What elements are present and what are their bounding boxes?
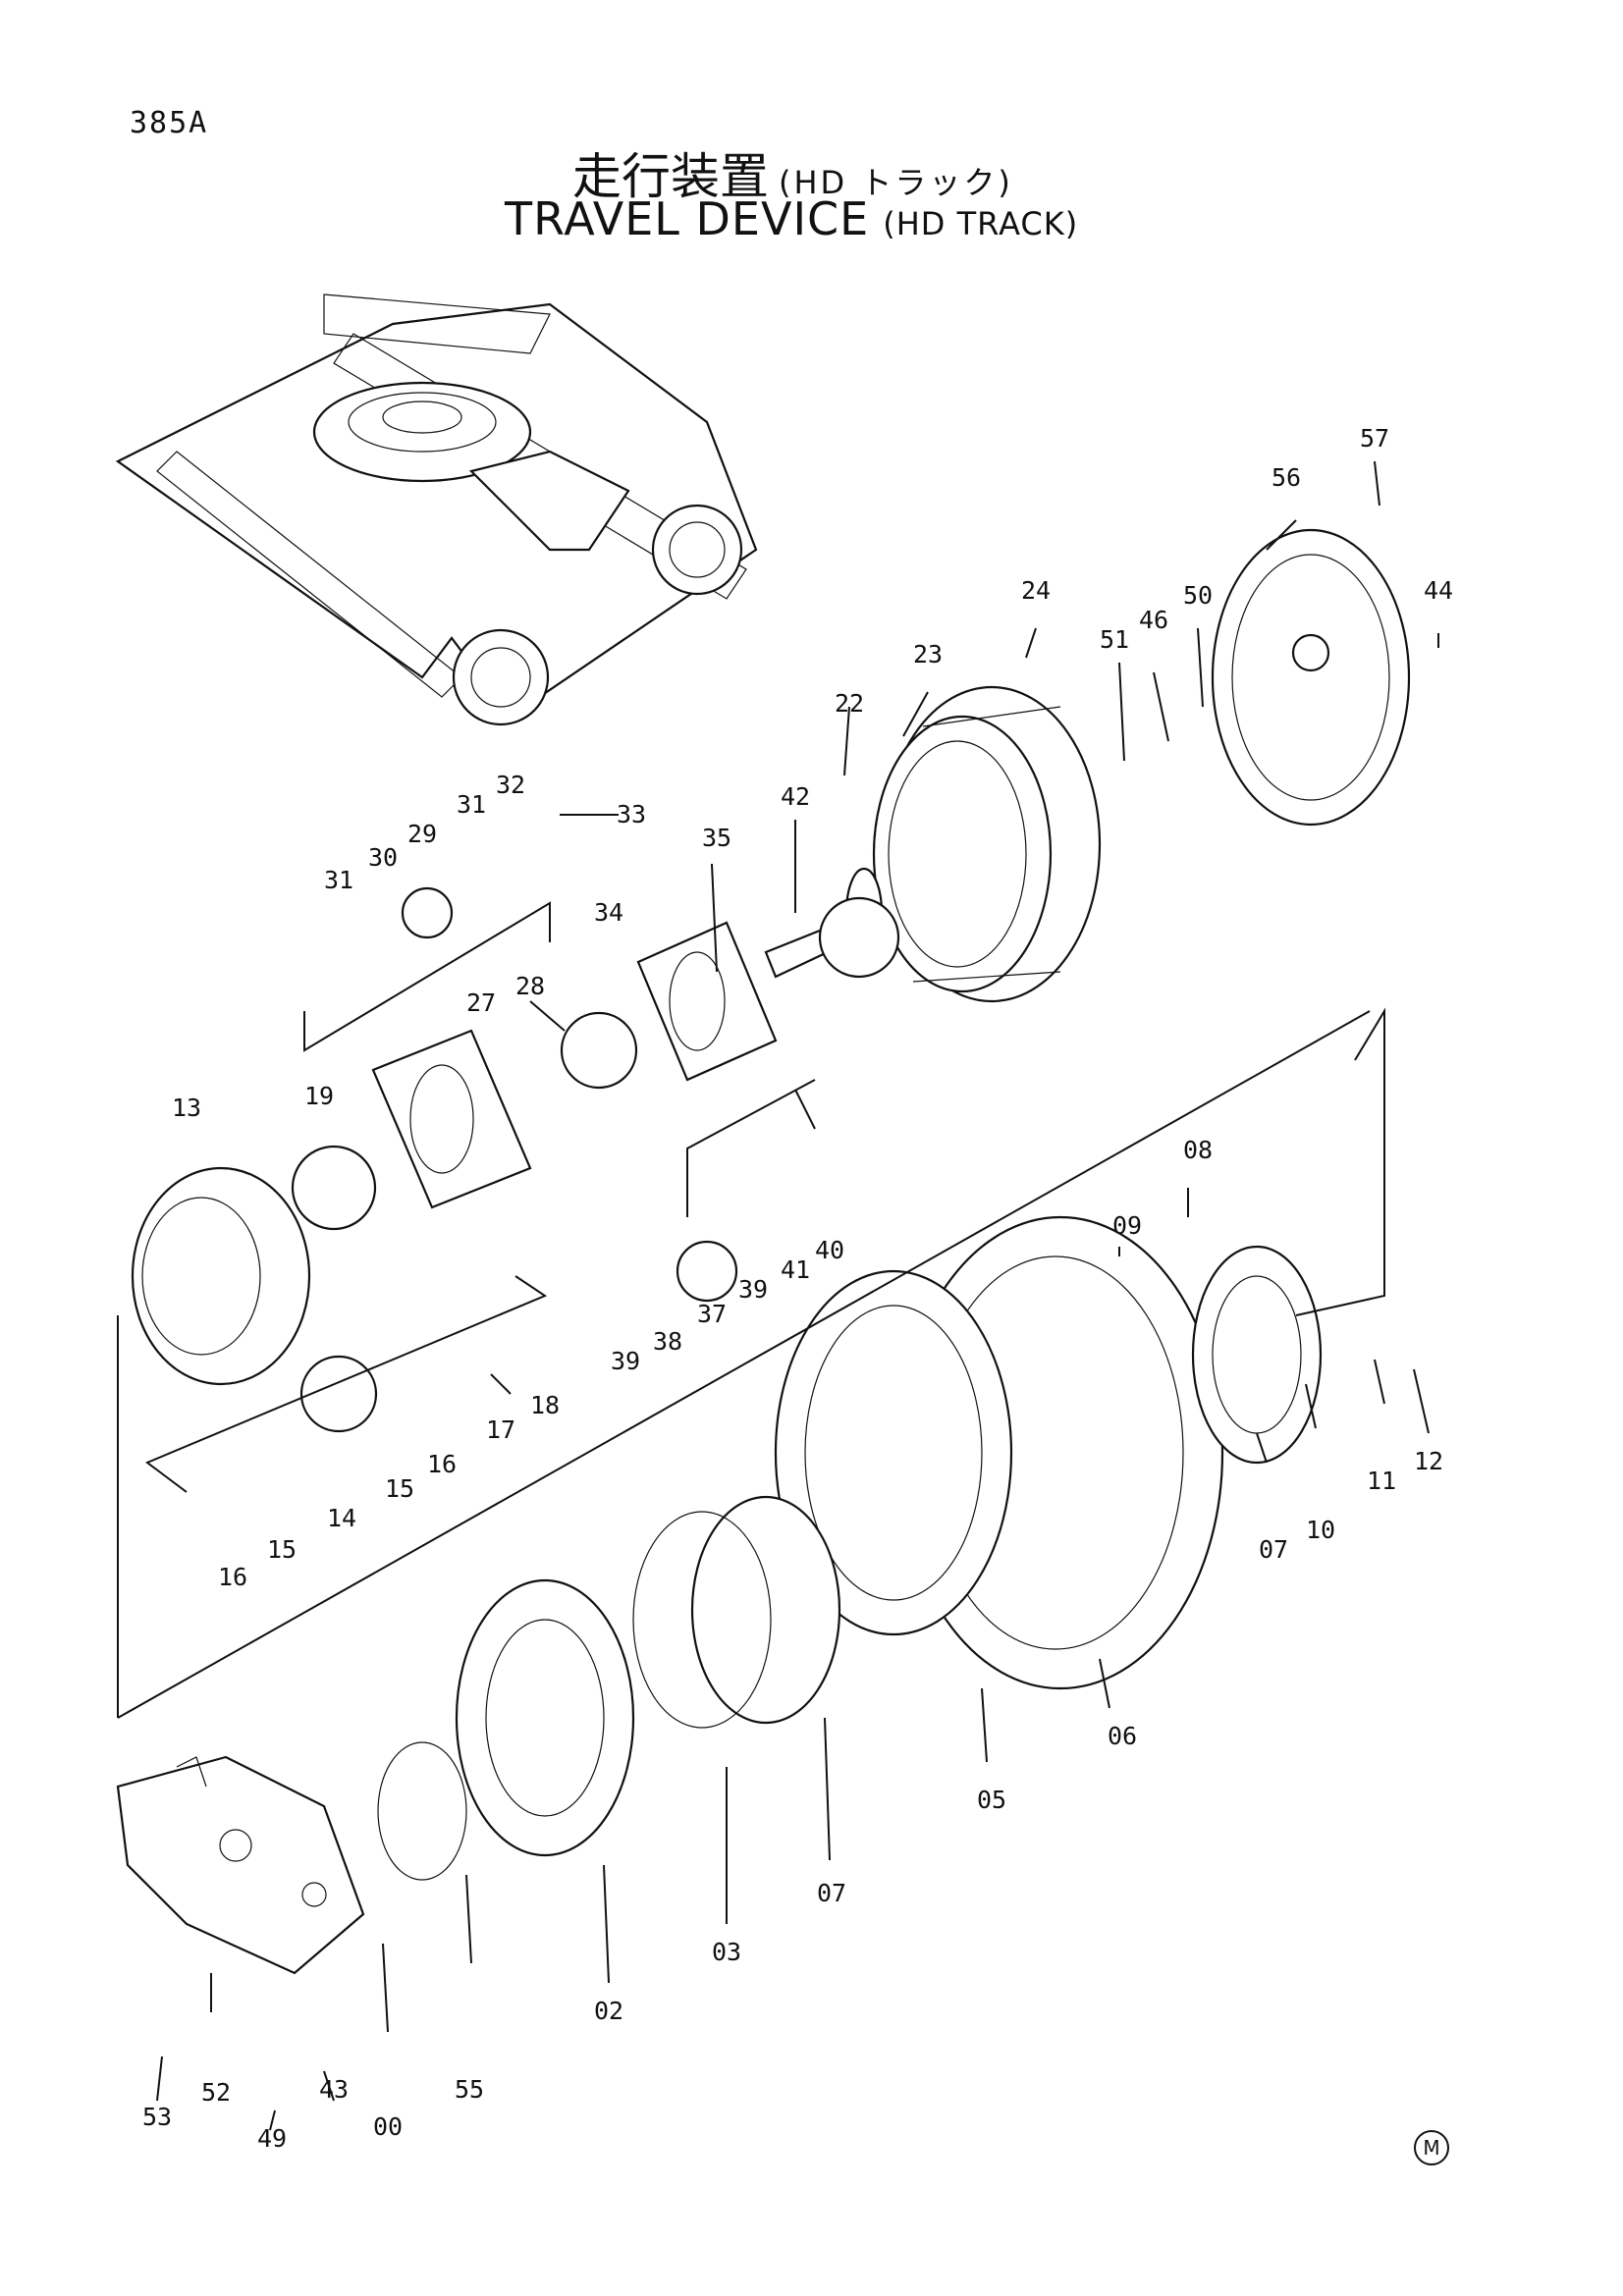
part-label: 35 xyxy=(702,824,731,852)
part-label: 39 xyxy=(611,1347,640,1375)
part-label: 43 xyxy=(319,2075,349,2104)
title-english: TRAVEL DEVICE (HD TRACK) xyxy=(505,192,1078,245)
part-label: 30 xyxy=(368,843,398,872)
part-label: 46 xyxy=(1139,606,1168,634)
part-label: 56 xyxy=(1271,463,1301,492)
leader-lines xyxy=(117,460,1439,2131)
part-label: 52 xyxy=(201,2078,231,2107)
part-label: 13 xyxy=(172,1094,201,1122)
part-label: 55 xyxy=(455,2075,484,2104)
title-en-sub: (HD TRACK) xyxy=(883,205,1079,242)
part-label: 53 xyxy=(142,2103,172,2131)
travel-motor-drawing xyxy=(116,1755,365,1975)
title-jp-sub: (HD トラック) xyxy=(779,164,1013,201)
part-label: 39 xyxy=(738,1275,768,1304)
part-label: 34 xyxy=(594,898,623,927)
part-label: 08 xyxy=(1183,1136,1213,1164)
part-label: 50 xyxy=(1183,581,1213,610)
carrier-35-drawing xyxy=(636,921,778,1082)
part-label: 31 xyxy=(324,866,353,894)
part-label: 03 xyxy=(712,1938,741,1966)
part-label: 38 xyxy=(653,1327,682,1356)
part-label: 41 xyxy=(781,1255,810,1284)
part-label: 42 xyxy=(781,782,810,811)
page-code: 385A xyxy=(130,106,209,140)
part-label: 16 xyxy=(218,1563,247,1591)
reduction-housing-drawing xyxy=(872,685,1102,1003)
part-label: 15 xyxy=(267,1535,297,1564)
part-label: 06 xyxy=(1108,1722,1137,1750)
part-label: 12 xyxy=(1414,1447,1443,1475)
part-label: 02 xyxy=(594,1997,623,2025)
seals-flange-drawing xyxy=(377,1495,841,1881)
title-en-main: TRAVEL DEVICE xyxy=(505,192,870,245)
title-japanese: 走行装置 (HD トラック) xyxy=(572,137,1013,208)
part-label: 31 xyxy=(457,790,486,819)
part-label: 18 xyxy=(530,1391,560,1419)
part-label: 00 xyxy=(373,2112,403,2141)
part-label: 14 xyxy=(327,1504,356,1532)
part-label: 51 xyxy=(1100,625,1129,654)
part-labels: 57 56 44 24 46 50 51 23 22 42 33 32 31 2… xyxy=(142,424,1453,2153)
part-label: 32 xyxy=(496,771,525,799)
part-label: 17 xyxy=(486,1415,515,1444)
part-label: 40 xyxy=(815,1236,844,1264)
part-label: 44 xyxy=(1424,576,1453,605)
cover-plate-drawing xyxy=(1211,528,1411,827)
part-label: 23 xyxy=(913,640,943,668)
gears-drawing xyxy=(291,886,900,1433)
planetary-housing-13-drawing xyxy=(131,1166,311,1386)
part-label: 22 xyxy=(835,689,864,718)
part-label: 29 xyxy=(407,820,437,848)
part-label: 28 xyxy=(515,972,545,1000)
part-label: 07 xyxy=(1259,1535,1288,1564)
undercarriage-frame-drawing xyxy=(115,294,758,726)
title-jp-main: 走行装置 xyxy=(572,148,769,205)
part-label: 33 xyxy=(617,800,646,828)
part-label: 27 xyxy=(466,988,496,1017)
part-label: 10 xyxy=(1306,1516,1335,1544)
part-label: 24 xyxy=(1021,576,1051,605)
sprocket-drawing xyxy=(774,1215,1323,1690)
carrier-27-drawing xyxy=(371,1029,532,1209)
part-label: 19 xyxy=(304,1082,334,1110)
part-label: 05 xyxy=(977,1786,1006,1814)
part-label: 11 xyxy=(1367,1467,1396,1495)
part-label: 15 xyxy=(385,1474,414,1503)
part-label: 57 xyxy=(1360,424,1389,453)
part-label: 37 xyxy=(697,1300,727,1328)
footer-mark: M xyxy=(1414,2130,1449,2165)
part-label: 07 xyxy=(817,1879,846,1907)
part-label: 49 xyxy=(257,2124,287,2153)
part-label: 09 xyxy=(1112,1211,1142,1240)
part-label: 16 xyxy=(427,1450,457,1478)
